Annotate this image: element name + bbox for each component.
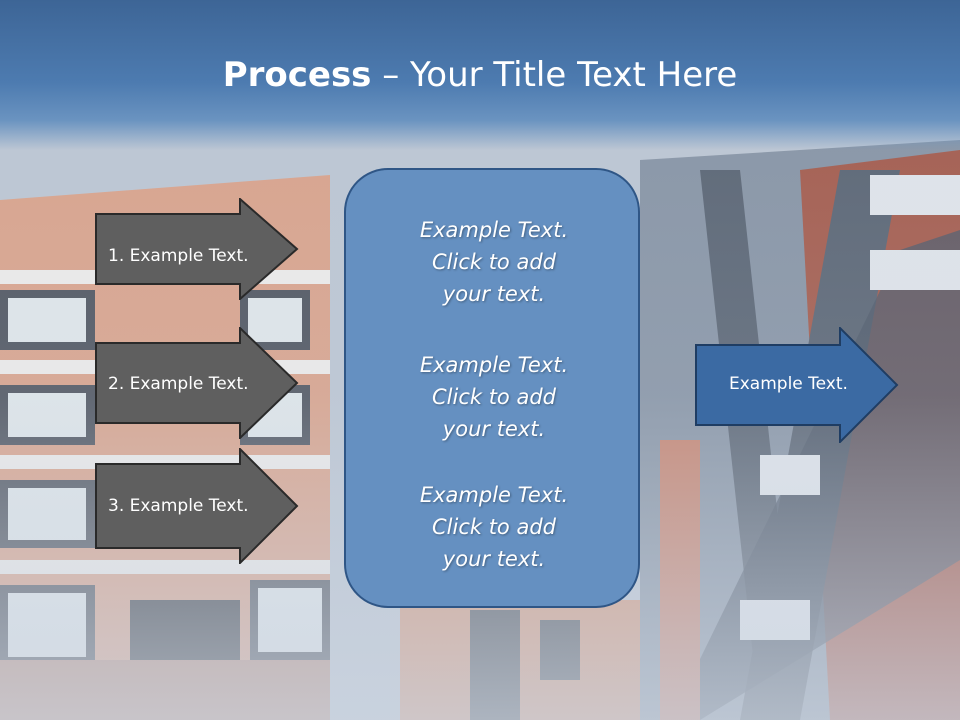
center-block-3: Example Text. Click to add your text.	[346, 479, 642, 575]
center-block-2-line-2: Click to add	[431, 385, 556, 409]
center-block-1-line-3: your text.	[442, 282, 546, 306]
step-2-label: 2. Example Text.	[108, 374, 249, 394]
step-3-arrow[interactable]	[95, 448, 300, 564]
center-block-1: Example Text. Click to add your text.	[346, 214, 642, 310]
result-arrow[interactable]	[695, 327, 900, 443]
center-block-3-line-2: Click to add	[431, 515, 556, 539]
center-block-2-line-1: Example Text.	[419, 353, 569, 377]
header-band	[0, 0, 960, 150]
result-label: Example Text.	[729, 374, 848, 394]
center-block-1-line-1: Example Text.	[419, 218, 569, 242]
step-2-arrow[interactable]	[95, 327, 300, 439]
center-text-box[interactable]: Example Text. Click to add your text. Ex…	[344, 168, 640, 608]
step-1-label: 1. Example Text.	[108, 246, 249, 266]
center-block-1-line-2: Click to add	[431, 250, 556, 274]
title-rest: – Your Title Text Here	[371, 55, 738, 95]
step-3-label: 3. Example Text.	[108, 496, 249, 516]
center-block-2: Example Text. Click to add your text.	[346, 349, 642, 445]
center-block-3-line-1: Example Text.	[419, 483, 569, 507]
title-bold: Process	[222, 55, 372, 95]
slide-title[interactable]: Process – Your Title Text Here	[0, 52, 960, 98]
center-block-3-line-3: your text.	[442, 547, 546, 571]
step-1-arrow[interactable]	[95, 198, 300, 300]
center-block-2-line-3: your text.	[442, 417, 546, 441]
